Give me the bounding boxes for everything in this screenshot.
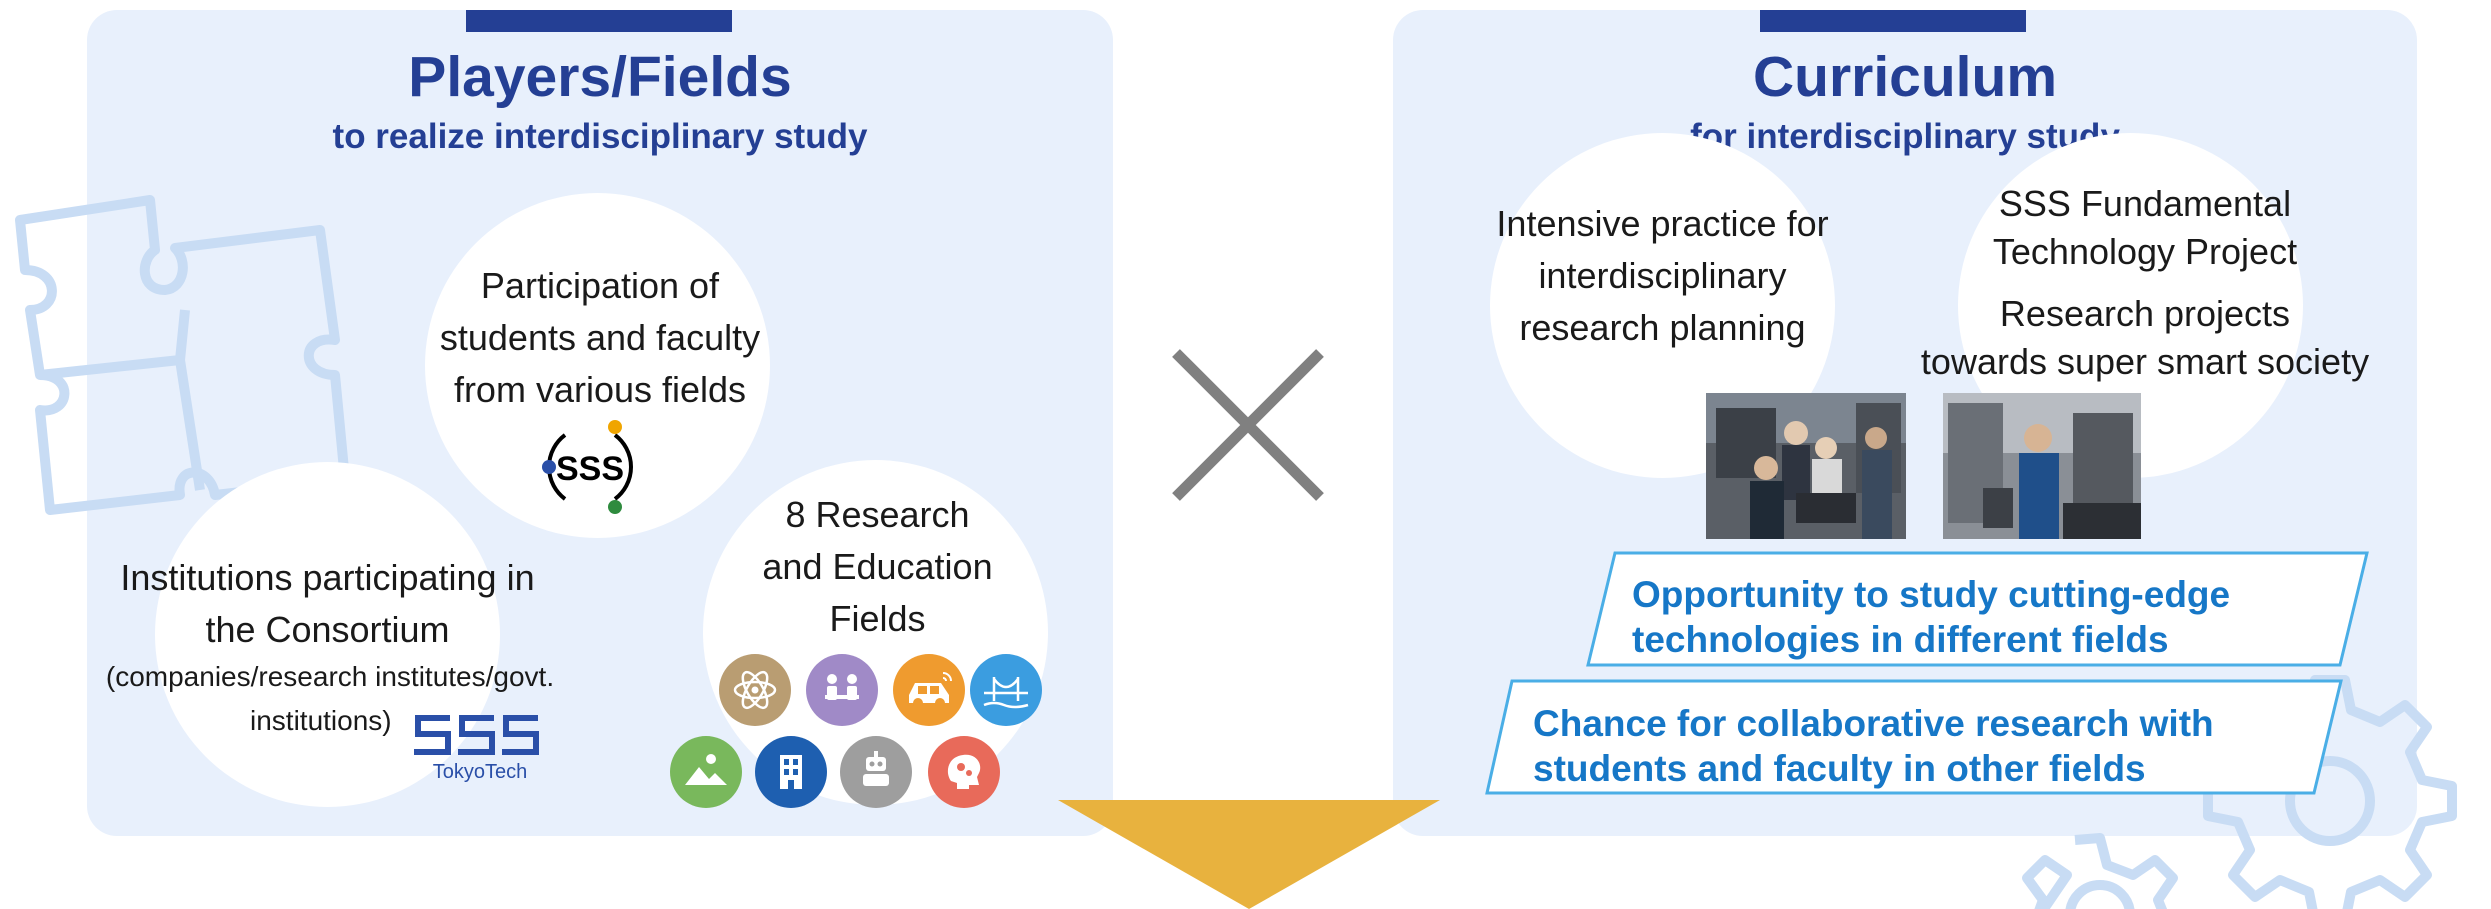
opportunity-banner (1586, 551, 2369, 667)
institutions-note-line-2: institutions) (250, 705, 392, 736)
left-title: Players/Fields (408, 45, 792, 109)
right-tab-bar (1760, 10, 2026, 32)
institutions-line-2: the Consortium (205, 609, 450, 650)
project-desc-line-1: Research projects (1999, 293, 2291, 334)
multiply-icon (1172, 349, 1324, 501)
project-photo (1943, 393, 2141, 539)
project-desc-line-2: towards super smart society (1920, 341, 2370, 382)
project-title-line-1: SSS Fundamental (1998, 183, 2292, 224)
participation-line-2: students and faculty (439, 317, 761, 358)
opportunity-line-2: technologies in different fields (1632, 619, 2169, 660)
fields-line-3: Fields (829, 598, 926, 639)
participation-line-1: Participation of (480, 265, 720, 306)
tokyotech-text: TokyoTech (433, 761, 528, 783)
right-title: Curriculum (1752, 45, 2058, 109)
practice-line-1: Intensive practice for (1496, 203, 1829, 244)
opportunity-text: Opportunity to study cutting-edge techno… (1632, 572, 2230, 662)
collaboration-line-1: Chance for collaborative research with (1533, 703, 2214, 744)
sss-logo-text: SSS (556, 450, 624, 488)
car-icon (893, 654, 965, 726)
participation-line-3: from various fields (453, 369, 747, 410)
right-subtitle: for interdisciplinary study (1690, 117, 2120, 156)
robot-icon (840, 736, 912, 808)
brain-icon (928, 736, 1000, 808)
participation-text: Participation of students and faculty fr… (400, 260, 800, 416)
project-title-line-2: Technology Project (1992, 231, 2298, 272)
practice-photo (1706, 393, 1906, 539)
left-tab-bar (466, 10, 732, 32)
sss-logo-icon: SSS (542, 420, 633, 514)
meeting-icon (806, 654, 878, 726)
institutions-text: Institutions participating in the Consor… (90, 552, 565, 656)
landscape-icon (670, 736, 742, 808)
participation-circle (425, 193, 770, 538)
practice-text: Intensive practice for interdisciplinary… (1465, 198, 1860, 354)
opportunity-line-1: Opportunity to study cutting-edge (1632, 574, 2231, 615)
collaboration-banner (1485, 679, 2343, 795)
institutions-note: (companies/research institutes/govt. (85, 656, 575, 698)
institutions-note-line-1: (companies/research institutes/govt. (105, 661, 555, 692)
project-title: SSS Fundamental Technology Project (1890, 180, 2400, 276)
atom-icon (719, 654, 791, 726)
puzzle-icon (15, 195, 350, 515)
collaboration-text: Chance for collaborative research with s… (1533, 701, 2214, 791)
project-desc: Research projects towards super smart so… (1890, 290, 2400, 386)
down-arrow-icon (1058, 800, 1440, 909)
fields-line-1: 8 Research (785, 494, 970, 535)
fields-line-2: and Education (762, 546, 993, 587)
institutions-line-1: Institutions participating in (120, 557, 535, 598)
left-subtitle: to realize interdisciplinary study (332, 117, 868, 156)
practice-line-2: interdisciplinary (1538, 255, 1787, 296)
collaboration-line-2: students and faculty in other fields (1533, 748, 2146, 789)
practice-line-3: research planning (1519, 307, 1806, 348)
building-icon (755, 736, 827, 808)
bridge-icon (970, 654, 1042, 726)
sss-tokyotech-logo-icon: TokyoTech (414, 715, 539, 783)
fields-text: 8 Research and Education Fields (715, 489, 1040, 645)
